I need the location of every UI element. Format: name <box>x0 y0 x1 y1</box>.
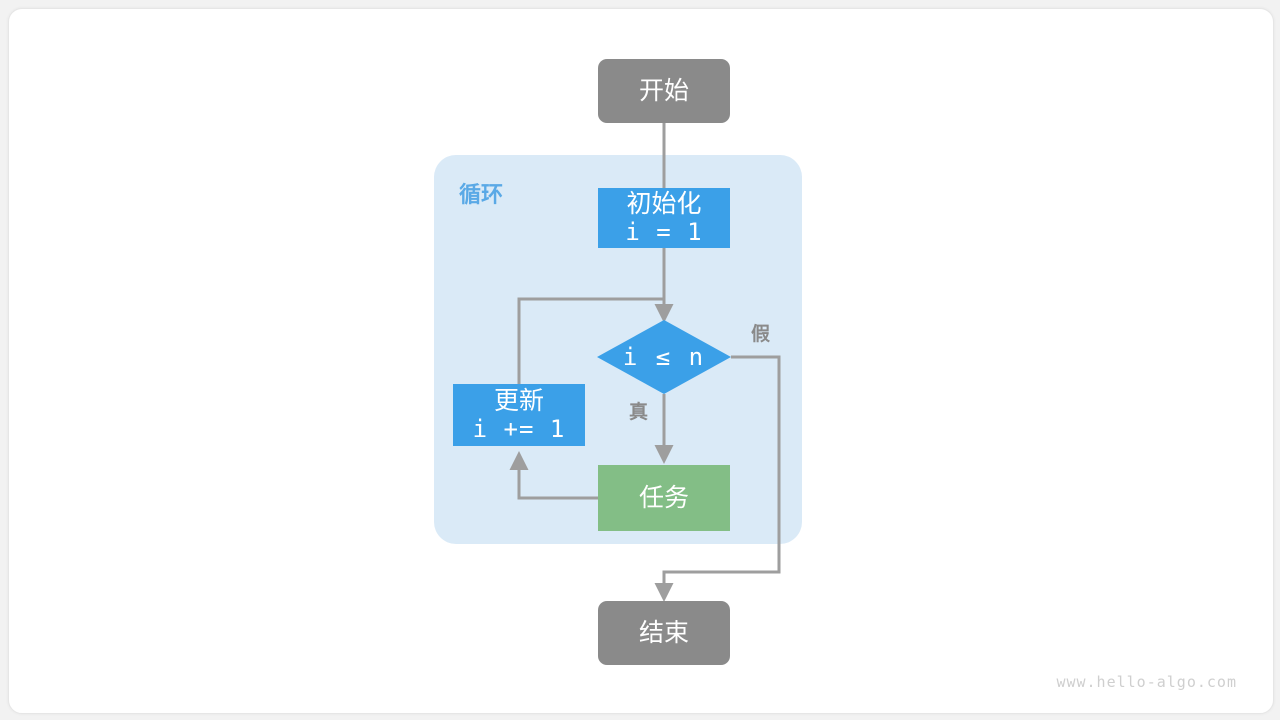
node-init-expression: i = 1 <box>625 218 703 247</box>
node-init-label: 初始化 <box>626 190 702 219</box>
edge-update-to-cond <box>517 297 664 384</box>
loop-container-label: 循环 <box>459 182 504 207</box>
node-init[interactable]: 初始化 i = 1 <box>598 188 730 248</box>
node-task[interactable]: 任务 <box>598 465 730 531</box>
diagram-card: 循环 开始 初始化 i = 1 i ≤ n 更新 i += 1 任务 结束 真 … <box>8 8 1274 714</box>
edge-label-true: 真 <box>629 402 649 423</box>
node-update-label: 更新 <box>493 387 544 416</box>
node-start-label: 开始 <box>638 77 689 105</box>
decision-shape-cond <box>597 320 731 394</box>
edge-task-to-update <box>509 451 598 500</box>
edge-label-false: 假 <box>751 324 771 345</box>
edge-cond-false-to-end <box>654 355 781 602</box>
watermark: www.hello-algo.com <box>1056 673 1237 691</box>
node-start[interactable]: 开始 <box>598 59 730 123</box>
node-update[interactable]: 更新 i += 1 <box>453 384 585 446</box>
flowchart-canvas <box>434 122 802 602</box>
node-update-expression: i += 1 <box>472 415 566 444</box>
node-end[interactable]: 结束 <box>598 601 730 665</box>
node-task-label: 任务 <box>638 484 689 512</box>
node-end-label: 结束 <box>638 619 689 647</box>
